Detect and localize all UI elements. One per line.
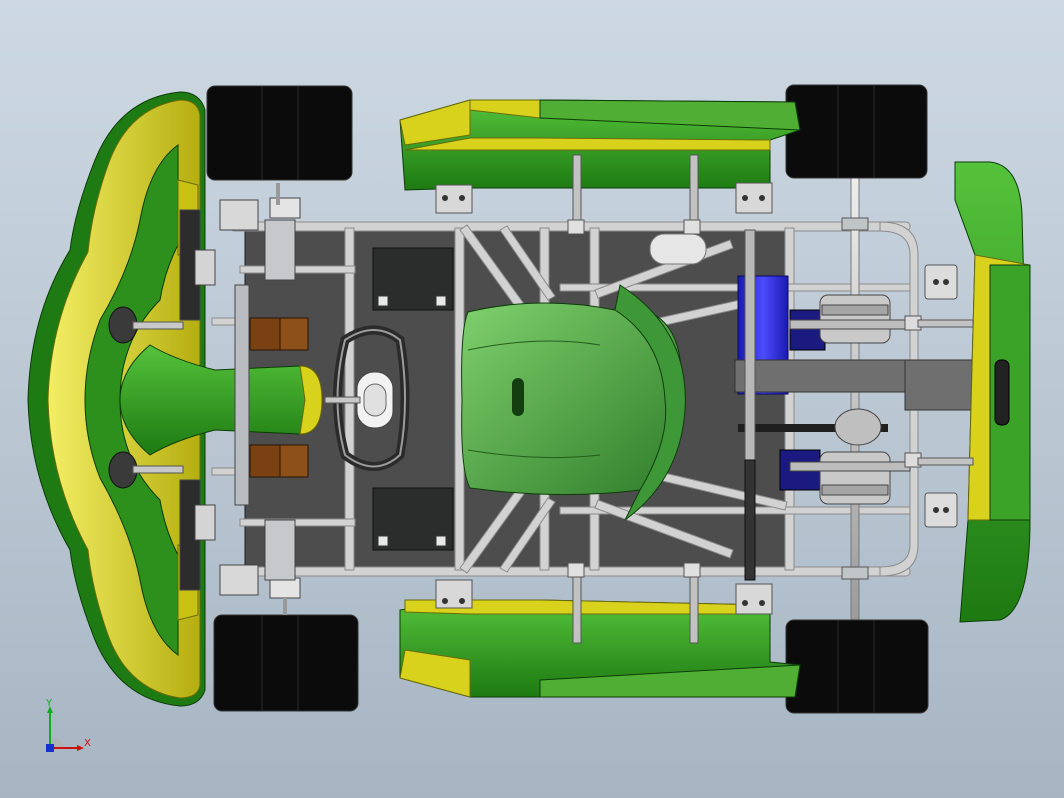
right-side-pod bbox=[399, 599, 801, 698]
rear-hub-bottom bbox=[841, 566, 869, 580]
orientation-triad: Y X bbox=[40, 698, 100, 760]
driver-seat bbox=[461, 284, 686, 521]
front-steering-linkage bbox=[179, 183, 301, 615]
rear-hub-top bbox=[841, 217, 869, 231]
rear-brake-assembly bbox=[789, 294, 911, 505]
steering-wheel bbox=[324, 325, 410, 471]
front-right-tyre bbox=[213, 614, 359, 712]
steering-fairing-tip bbox=[299, 365, 323, 435]
rear-bumper bbox=[954, 161, 1031, 623]
chassis-fittings bbox=[904, 264, 974, 528]
triad-x-arrow bbox=[77, 745, 84, 751]
triad-x-label: X bbox=[84, 738, 91, 749]
steering-fairing bbox=[119, 344, 323, 456]
front-mirrors bbox=[108, 306, 184, 489]
triad-z-axis bbox=[46, 744, 54, 752]
rear-axle bbox=[850, 169, 860, 626]
rear-right-tyre bbox=[785, 619, 929, 714]
rear-plate-oval bbox=[649, 233, 707, 265]
triad-y-label: Y bbox=[46, 698, 53, 709]
pod-mounts bbox=[435, 154, 773, 644]
pedal-blocks bbox=[249, 317, 309, 478]
triad-y-arrow bbox=[47, 706, 53, 713]
front-left-tyre bbox=[206, 85, 353, 181]
left-side-pod bbox=[399, 99, 801, 191]
rear-left-tyre bbox=[785, 84, 928, 179]
